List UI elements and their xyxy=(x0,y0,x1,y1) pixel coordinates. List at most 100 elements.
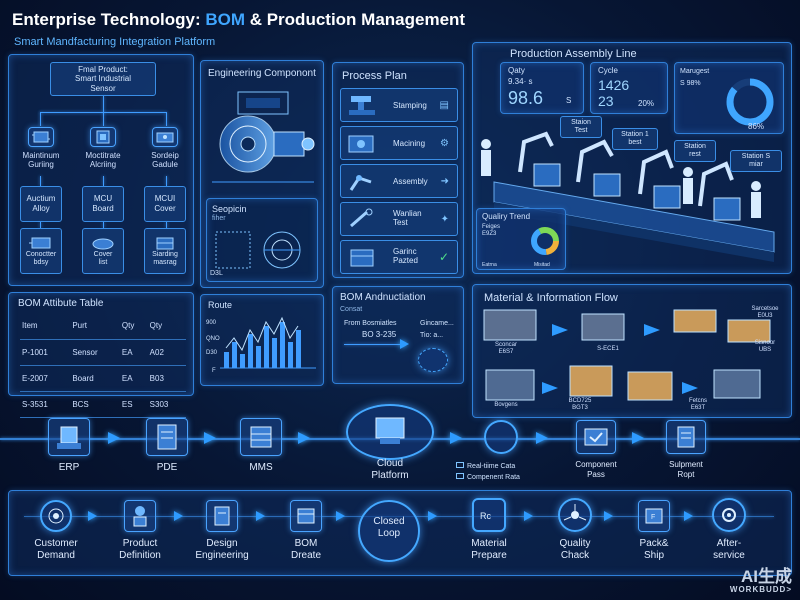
bom-auth-sub: Consat xyxy=(340,306,363,313)
tree-l3-node-1[interactable]: Conoctter bdsy xyxy=(20,228,62,274)
system-label-erp: ERP xyxy=(58,462,80,473)
tree-l2-node-1[interactable]: Auctium Alloy xyxy=(20,186,62,222)
qty-value: 98.6 xyxy=(508,88,544,108)
material-label: BCD725 BGT3 xyxy=(568,398,592,411)
process-step-stamping[interactable]: Stamping ▤ xyxy=(340,88,458,122)
route-bar-chart xyxy=(220,316,316,369)
process-step-machining[interactable]: Macining ⚙ xyxy=(340,126,458,160)
tree-l1-icon-2[interactable] xyxy=(90,127,116,147)
station-card-2[interactable]: Station 1 best xyxy=(612,128,658,150)
flow-step-customer[interactable] xyxy=(40,500,72,532)
process-step-label: Wanlian Test xyxy=(393,209,422,227)
table-cell: P-1001 xyxy=(20,339,71,366)
table-row[interactable]: E-2007 Board EA B03 xyxy=(20,365,186,392)
shielding-icon xyxy=(156,237,174,250)
legend-text: Compenent Rata xyxy=(467,474,520,481)
tree-l3-label-2: Cover list xyxy=(93,251,113,266)
tree-l1-label-1: Maintinum Guriing xyxy=(22,151,60,170)
material-flow-illustration xyxy=(483,309,771,401)
component-pass-node[interactable] xyxy=(576,420,616,454)
pde-system-node[interactable] xyxy=(146,418,188,456)
erp-system-node[interactable] xyxy=(48,418,90,456)
save-icon[interactable]: ▤ xyxy=(439,99,449,111)
legend-real-time: Real-tiime Cata xyxy=(456,462,515,470)
route-axis-label: QNO xyxy=(206,336,220,342)
chip-icon xyxy=(96,130,110,144)
quality-trend-card[interactable] xyxy=(476,208,566,270)
robot-icon xyxy=(133,506,147,527)
check-circle-icon[interactable]: ✓ xyxy=(438,250,449,264)
route-panel xyxy=(200,294,324,386)
wrench-icon[interactable]: ⚙ xyxy=(440,137,449,149)
engineering-sub-caption: fiher xyxy=(212,215,226,222)
page-title: Enterprise Technology: BOM & Production … xyxy=(12,10,465,30)
tool-icon[interactable]: ✦ xyxy=(440,213,449,225)
station-card-4[interactable]: Station S miar xyxy=(730,150,782,172)
station-card-3[interactable]: Station rest xyxy=(674,140,716,162)
box-icon xyxy=(297,508,315,524)
qty-card[interactable] xyxy=(500,62,584,114)
engineering-sub-panel xyxy=(206,198,318,282)
route-trend-line xyxy=(225,316,299,352)
process-step-painted[interactable]: Garinc Pazted ✓ xyxy=(340,240,458,274)
cloud-icon xyxy=(375,417,405,444)
route-bar xyxy=(224,352,229,368)
table-header-cell: Qty xyxy=(147,313,186,340)
table-row[interactable]: P-1001 Sensor EA A02 xyxy=(20,339,186,366)
tree-root-node[interactable]: Fmal Product: Smart Industrial Sensor xyxy=(50,62,156,96)
data-link-node[interactable] xyxy=(484,420,518,454)
quality-donut-chart xyxy=(531,227,559,255)
bom-table-title: BOM Attibute Table xyxy=(18,298,104,309)
legend-swatch-icon xyxy=(456,462,464,468)
service-icon xyxy=(722,508,736,522)
package-icon xyxy=(350,249,374,267)
tree-l1-icon-3[interactable] xyxy=(152,127,178,147)
shipment-report-label: Sulpment Ropt xyxy=(669,460,703,479)
tree-l2-node-3[interactable]: MCUI Cover xyxy=(144,186,186,222)
module-icon xyxy=(156,132,174,143)
bom-auth-from-value: BO 3-235 xyxy=(362,330,397,339)
process-step-test[interactable]: Wanlian Test ✦ xyxy=(340,202,458,236)
tree-l3-node-3[interactable]: Siarding masrag xyxy=(144,228,186,274)
gauge-pct: 86% xyxy=(748,122,765,131)
test-tool-icon xyxy=(350,208,373,228)
flow-step-closed-loop[interactable] xyxy=(358,500,420,562)
engineering-title: Engineering Componont xyxy=(208,68,316,79)
bom-auth-title: BOM Andnuctiation xyxy=(340,292,426,303)
tree-l1-icon-1[interactable] xyxy=(28,127,54,147)
route-bar xyxy=(280,322,285,368)
arrow-right-icon[interactable]: ➜ xyxy=(440,175,449,187)
target-icon xyxy=(48,508,64,524)
robot-arm-icon xyxy=(349,175,372,191)
flow-step-quality[interactable] xyxy=(558,498,592,532)
station-label: Station 1 best xyxy=(621,131,649,146)
bom-auth-to-label: Gincame... xyxy=(420,320,454,327)
flow-step-bom[interactable] xyxy=(290,500,322,532)
flow-step-pack[interactable]: F xyxy=(638,500,670,532)
cycle-card[interactable] xyxy=(590,62,668,114)
table-row[interactable]: S-3531 BCS ES S303 xyxy=(20,391,186,418)
svg-text:Rc: Rc xyxy=(480,511,491,521)
bom-auth-from-label: From Bosmiatles xyxy=(344,320,397,327)
qty-sub: 9.34· s xyxy=(508,77,533,86)
cloud-platform-node[interactable] xyxy=(346,404,434,460)
process-step-assembly[interactable]: Assembly ➜ xyxy=(340,164,458,198)
material-label: Bovgens xyxy=(494,402,518,408)
quality-title: Qualiry Trend xyxy=(482,212,531,221)
tree-l2-node-2[interactable]: MCU Board xyxy=(82,186,124,222)
flow-step-product[interactable] xyxy=(124,500,156,532)
bom-table: Item Purt Qty Qty P-1001 Sensor EA A02 E… xyxy=(20,313,186,418)
system-label-cloud: Cloud Platform xyxy=(371,458,409,481)
watermark-line-2: WORKBUDD> xyxy=(729,585,792,594)
process-step-label: Garinc Pazted xyxy=(393,247,418,265)
server-icon xyxy=(57,426,81,449)
tree-l3-node-2[interactable]: Cover list xyxy=(82,228,124,274)
flow-step-after-service[interactable] xyxy=(712,498,746,532)
flow-step-material[interactable]: Rc xyxy=(472,498,506,532)
station-card-1[interactable]: Staion Test xyxy=(560,116,602,138)
mms-system-node[interactable] xyxy=(240,418,282,456)
legend-text: Real-tiime Cata xyxy=(467,463,516,470)
flow-step-design[interactable] xyxy=(206,500,238,532)
flow-step-label: Quality Chack xyxy=(559,538,591,561)
shipment-report-node[interactable] xyxy=(666,420,706,454)
